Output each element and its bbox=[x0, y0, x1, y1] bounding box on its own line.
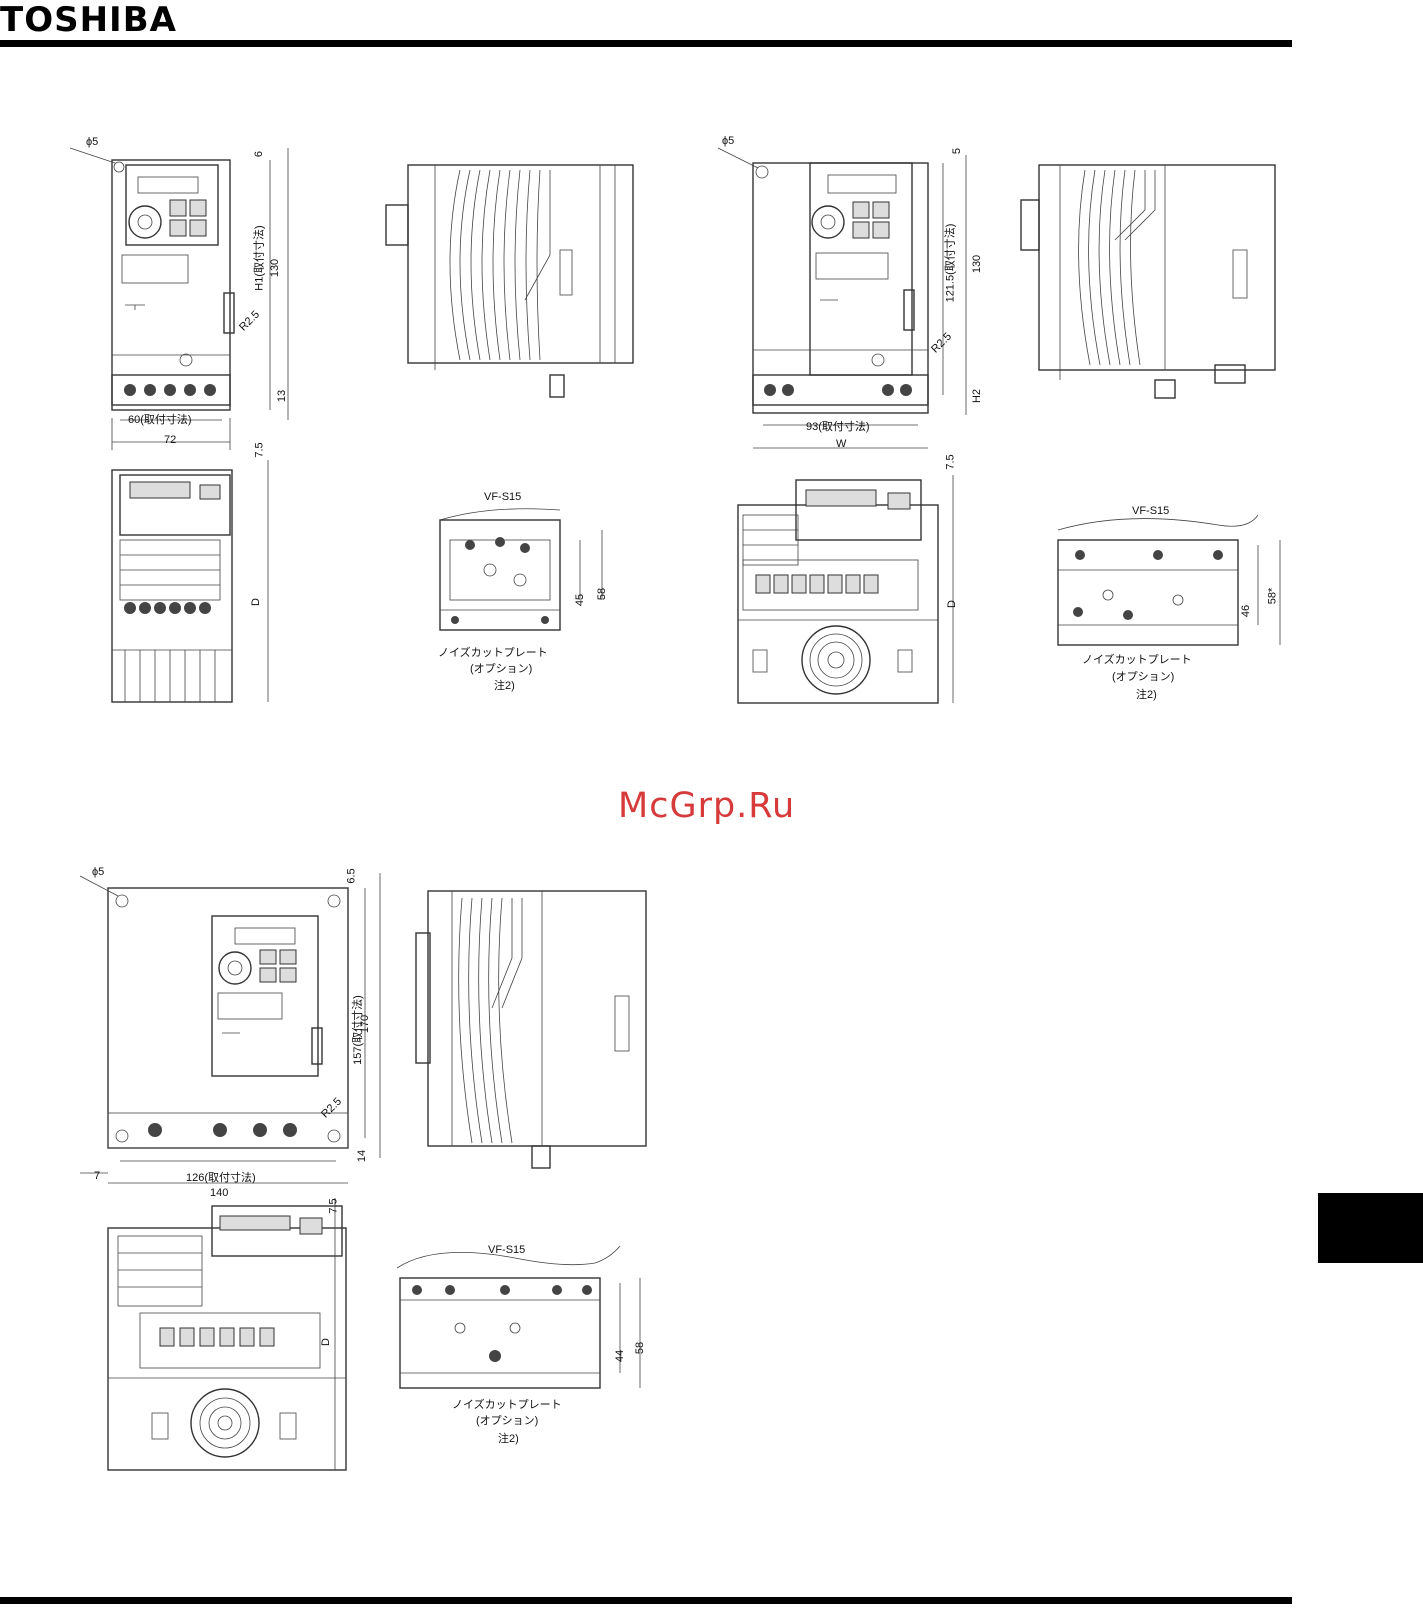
plate-b-note: 注2) bbox=[1136, 686, 1157, 702]
header-rule bbox=[0, 40, 1292, 47]
drawing-a-side bbox=[380, 160, 640, 410]
dim-a-h1: H1(取付寸法) bbox=[251, 225, 267, 290]
plate-a-h1: 45 bbox=[574, 594, 586, 606]
section-tab-marker bbox=[1318, 1193, 1423, 1263]
plate-c-h1: 44 bbox=[614, 1350, 626, 1362]
plate-b-model: VF-S15 bbox=[1132, 505, 1169, 517]
drawing-c-front-bottom bbox=[80, 868, 390, 1468]
drawing-b-side bbox=[1015, 160, 1275, 405]
dim-a-bottom: 13 bbox=[276, 390, 288, 402]
watermark-text: McGrp.Ru bbox=[618, 786, 795, 826]
plate-b-h1: 46 bbox=[1240, 605, 1252, 617]
dim-c-top-margin: 6.5 bbox=[346, 868, 358, 883]
dim-c-left-margin: 7 bbox=[94, 1170, 100, 1182]
drawing-b-plate bbox=[1048, 500, 1288, 660]
dim-a-top-margin: 6 bbox=[253, 151, 265, 157]
dim-c-h-total: 170 bbox=[359, 1015, 371, 1033]
dim-b-bottom: H2 bbox=[971, 389, 983, 403]
dim-a-phi: ϕ5 bbox=[86, 136, 98, 148]
dim-b-width: W bbox=[836, 438, 846, 450]
dim-a-width: 72 bbox=[164, 434, 176, 446]
dim-b-h1: 121.5(取付寸法) bbox=[941, 224, 957, 303]
dim-c-mount-width: 126(取付寸法) bbox=[186, 1169, 256, 1185]
drawing-c-side bbox=[412, 888, 652, 1178]
plate-c-note: 注2) bbox=[498, 1430, 519, 1446]
plate-c-label-1: ノイズカットプレート bbox=[452, 1396, 562, 1412]
plate-b-label-2: (オプション) bbox=[1112, 668, 1174, 684]
plate-a-h2: 58 bbox=[596, 588, 608, 600]
plate-c-model: VF-S15 bbox=[488, 1244, 525, 1256]
dim-b-side-top: 7.5 bbox=[945, 454, 957, 469]
dim-c-depth: D bbox=[320, 1338, 332, 1346]
dim-a-h-total: 130 bbox=[269, 259, 281, 277]
dim-a-mount-width: 60(取付寸法) bbox=[128, 411, 192, 427]
brand-logo-text: TOSHIBA bbox=[0, 0, 177, 40]
drawing-c-plate bbox=[395, 1238, 655, 1398]
drawing-a-front-bottom bbox=[70, 130, 370, 720]
dim-b-h-total: 130 bbox=[971, 255, 983, 273]
footer-rule bbox=[0, 1597, 1292, 1604]
plate-c-label-2: (オプション) bbox=[476, 1412, 538, 1428]
plate-a-model: VF-S15 bbox=[484, 491, 521, 503]
plate-b-h2: 58* bbox=[1266, 588, 1278, 605]
dim-b-top-margin: 5 bbox=[951, 148, 963, 154]
plate-b-label-1: ノイズカットプレート bbox=[1082, 651, 1192, 667]
dim-c-width: 140 bbox=[210, 1187, 228, 1199]
dim-b-depth: D bbox=[946, 600, 958, 608]
plate-a-label-2: (オプション) bbox=[470, 660, 532, 676]
dim-b-mount-width: 93(取付寸法) bbox=[806, 418, 870, 434]
dim-a-side-top: 7.5 bbox=[254, 442, 266, 457]
drawing-a-plate bbox=[430, 480, 630, 650]
plate-c-h2: 58 bbox=[634, 1342, 646, 1354]
dim-c-phi: ϕ5 bbox=[92, 866, 104, 878]
dim-b-phi: ϕ5 bbox=[722, 135, 734, 147]
dim-c-bottom: 14 bbox=[356, 1150, 368, 1162]
dim-c-side-top: 7.5 bbox=[328, 1198, 340, 1213]
dim-a-depth: D bbox=[250, 598, 262, 606]
plate-a-label-1: ノイズカットプレート bbox=[438, 644, 548, 660]
plate-a-note: 注2) bbox=[494, 677, 515, 693]
